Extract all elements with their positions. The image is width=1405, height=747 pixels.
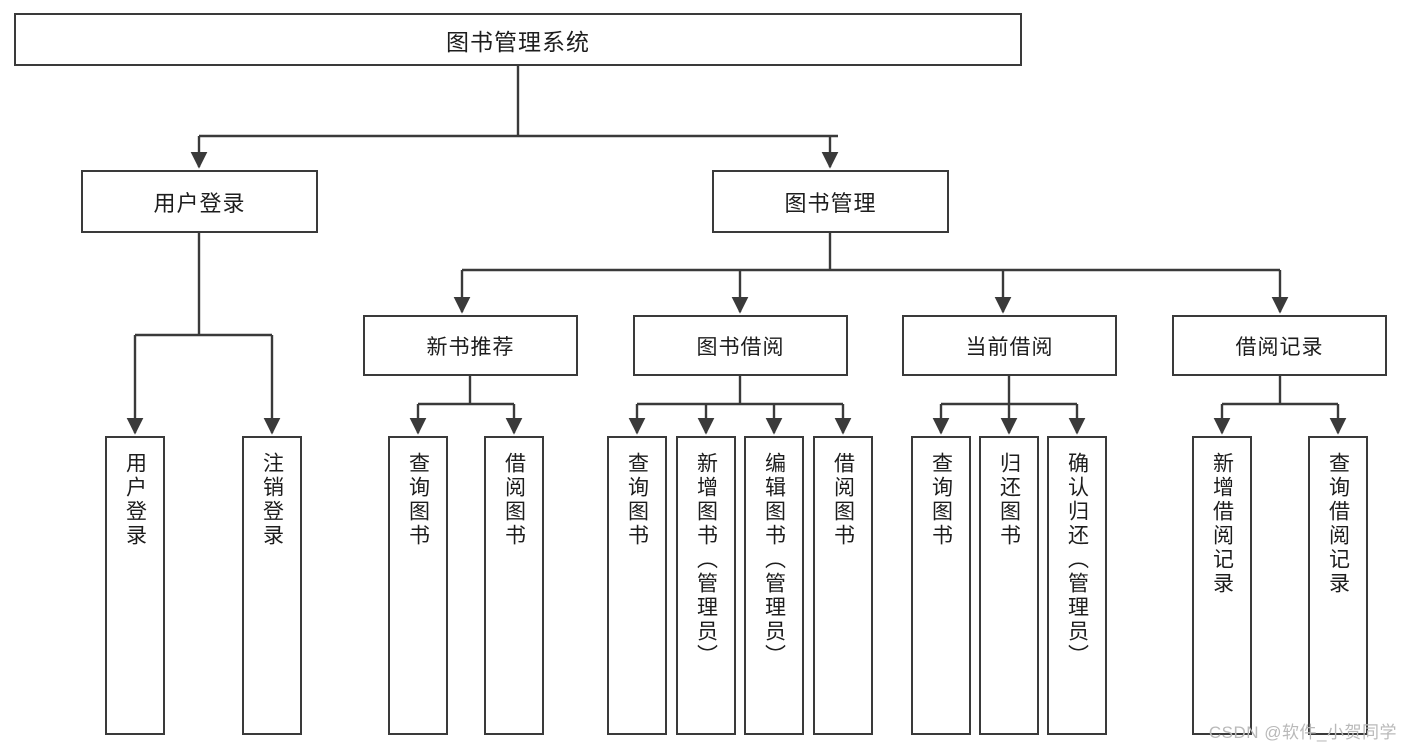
node-label: 借阅记录 — [1235, 335, 1324, 359]
node-borrow-record[interactable]: 借阅记录 — [1172, 315, 1387, 376]
leaf-cb-return-book[interactable]: 归还图书 — [979, 436, 1039, 735]
node-label: 注销登录 — [260, 452, 284, 548]
leaf-bb-borrow-book[interactable]: 借阅图书 — [813, 436, 873, 735]
node-label: 新增图书（管理员） — [694, 452, 718, 668]
node-label: 查询图书 — [625, 452, 649, 548]
leaf-nbr-borrow-book[interactable]: 借阅图书 — [484, 436, 544, 735]
leaf-nbr-query-book[interactable]: 查询图书 — [388, 436, 448, 735]
node-user-login[interactable]: 用户登录 — [81, 170, 318, 233]
node-label: 图书管理 — [784, 190, 877, 216]
node-label: 新书推荐 — [426, 335, 515, 359]
node-label: 图书借阅 — [696, 335, 785, 359]
leaf-cb-confirm-return-admin[interactable]: 确认归还（管理员） — [1047, 436, 1107, 735]
node-root-book-management-system[interactable]: 图书管理系统 — [14, 13, 1022, 66]
node-label: 用户登录 — [123, 452, 147, 548]
node-label: 图书管理系统 — [446, 28, 590, 55]
node-book-management[interactable]: 图书管理 — [712, 170, 949, 233]
node-label: 借阅图书 — [502, 452, 526, 548]
node-label: 用户登录 — [153, 190, 246, 216]
leaf-user-login[interactable]: 用户登录 — [105, 436, 165, 735]
node-label: 查询借阅记录 — [1326, 452, 1350, 596]
node-book-borrow[interactable]: 图书借阅 — [633, 315, 848, 376]
node-current-borrow[interactable]: 当前借阅 — [902, 315, 1117, 376]
node-label: 归还图书 — [997, 452, 1021, 548]
leaf-bb-query-book[interactable]: 查询图书 — [607, 436, 667, 735]
node-label: 确认归还（管理员） — [1065, 452, 1089, 668]
leaf-bb-add-book-admin[interactable]: 新增图书（管理员） — [676, 436, 736, 735]
node-label: 编辑图书（管理员） — [762, 452, 786, 668]
node-new-book-recommend[interactable]: 新书推荐 — [363, 315, 578, 376]
node-label: 借阅图书 — [831, 452, 855, 548]
leaf-bb-edit-book-admin[interactable]: 编辑图书（管理员） — [744, 436, 804, 735]
node-label: 查询图书 — [406, 452, 430, 548]
leaf-logout[interactable]: 注销登录 — [242, 436, 302, 735]
node-label: 当前借阅 — [965, 335, 1054, 359]
leaf-cb-query-book[interactable]: 查询图书 — [911, 436, 971, 735]
node-label: 新增借阅记录 — [1210, 452, 1234, 596]
node-label: 查询图书 — [929, 452, 953, 548]
leaf-br-query-record[interactable]: 查询借阅记录 — [1308, 436, 1368, 735]
leaf-br-add-record[interactable]: 新增借阅记录 — [1192, 436, 1252, 735]
